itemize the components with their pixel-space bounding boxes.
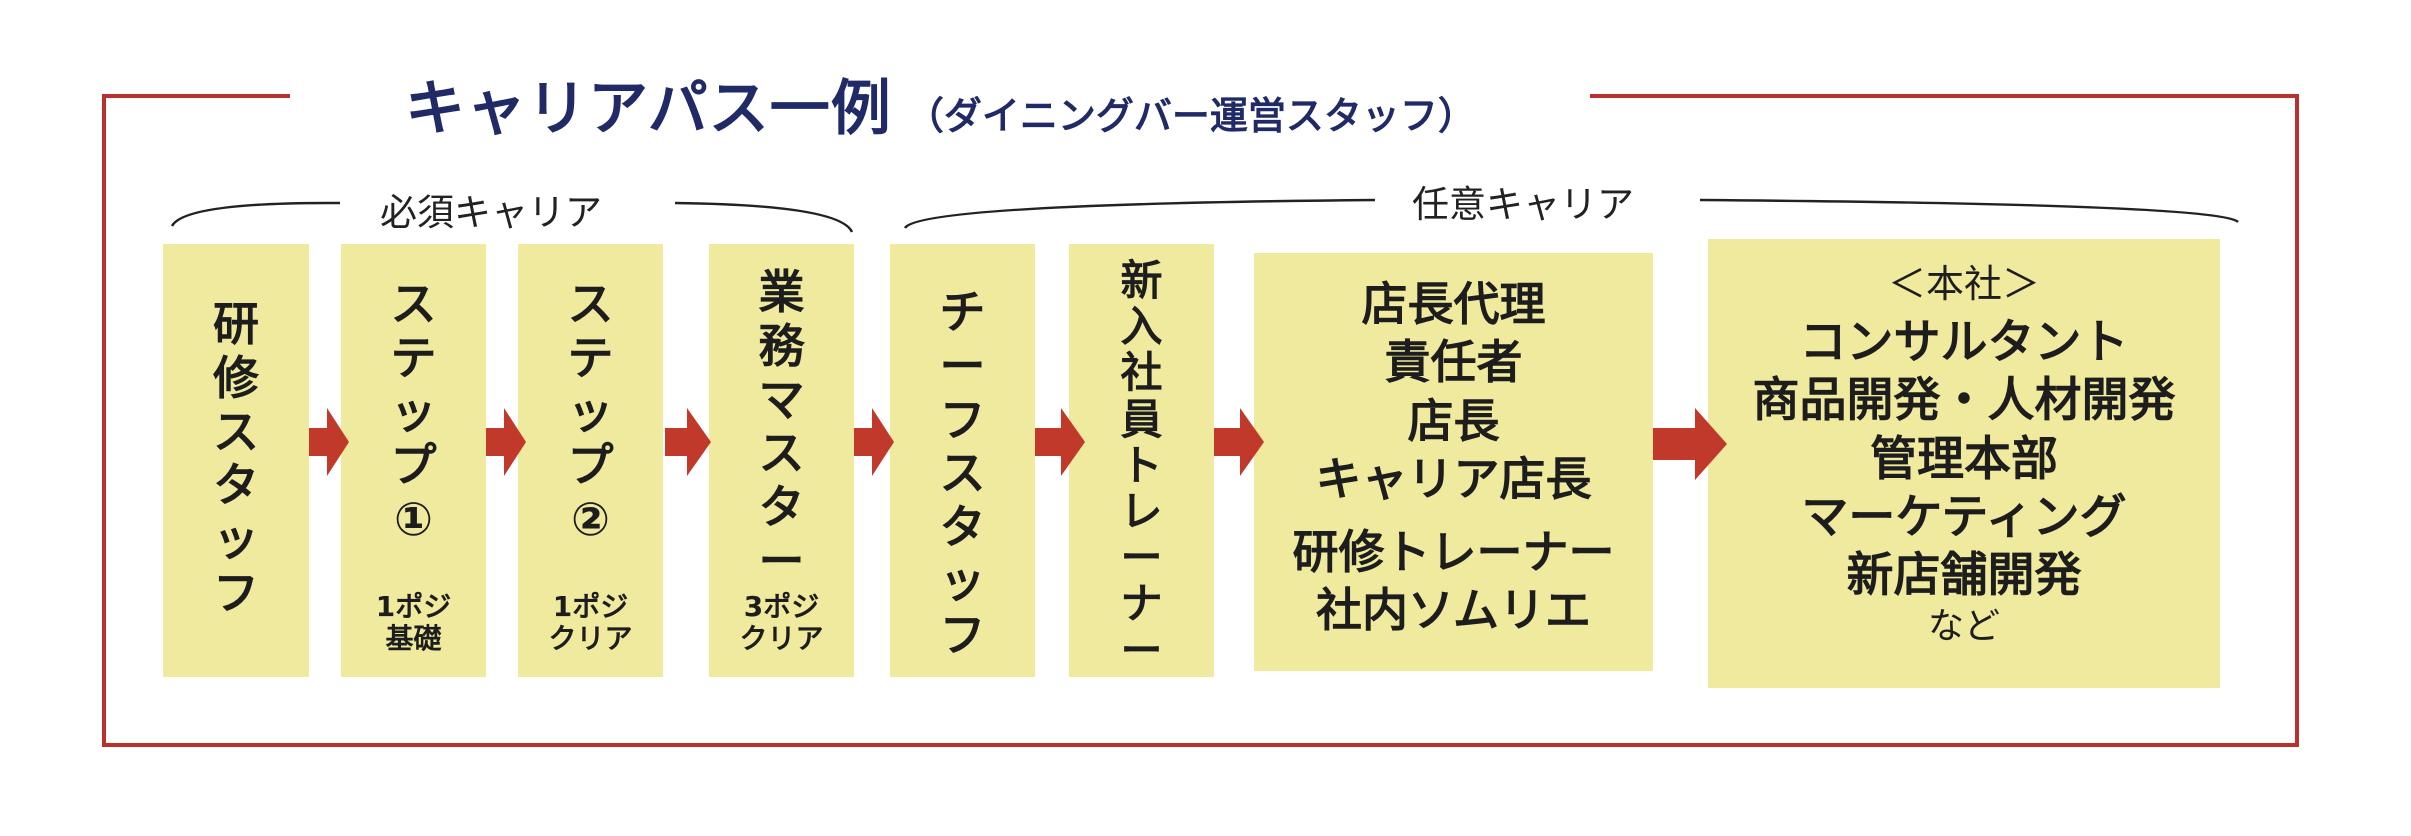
step-1-note: 1ポジ基礎 — [375, 590, 452, 656]
optional-bracket-left — [903, 198, 1376, 229]
operations-master-text: 業務マ スター — [758, 265, 805, 589]
required-career-label: 必須キャリア — [380, 191, 602, 234]
new-employee-trainer-text: 新入社 員トレ ーナー — [1120, 256, 1163, 675]
store-management-text: 店長代理責任者店長 キャリア店長研修トレーナー社内ソムリエ — [1292, 277, 1615, 638]
optional-career-label: 任意キャリア — [1412, 183, 1634, 226]
optional-bracket-right — [1699, 198, 2239, 224]
step-training-staff: 研修ス タッフ — [163, 244, 309, 677]
arrow-right-icon — [486, 408, 526, 476]
chief-staff-text: チーフ スタッ フ — [939, 285, 986, 662]
step-headquarters: ＜本社＞ コンサルタント商品開発・人材開発管理本部 マーケティング新店舗開発 な… — [1708, 239, 2220, 688]
title-main: キャリアパス一例 — [405, 74, 892, 144]
arrow-right-icon — [665, 408, 711, 476]
arrow-right-icon — [854, 408, 894, 476]
arrow-right-icon — [1035, 408, 1085, 476]
step-store-management: 店長代理責任者店長 キャリア店長研修トレーナー社内ソムリエ — [1254, 253, 1653, 671]
step-2-note: 1ポジクリア — [548, 590, 633, 656]
arrow-right-icon — [309, 408, 349, 476]
operations-master-note: 3ポジクリア — [739, 590, 824, 656]
training-staff-text: 研修ス タッフ — [213, 297, 259, 621]
required-bracket-left — [170, 201, 341, 227]
arrow-right-icon — [1214, 408, 1264, 476]
step-new-employee-trainer: 新入社 員トレ ーナー — [1069, 244, 1214, 677]
step-chief-staff: チーフ スタッ フ — [890, 244, 1035, 677]
required-bracket-right — [674, 201, 854, 233]
title-sub: （ダイニングバー運営スタッフ） — [905, 94, 1476, 138]
arrow-right-icon — [1653, 408, 1727, 480]
step-operations-master: 業務マ スター 3ポジクリア — [709, 244, 854, 677]
diagram-title: キャリアパス一例 （ダイニングバー運営スタッフ） — [405, 60, 1476, 147]
headquarters-text: ＜本社＞ コンサルタント商品開発・人材開発管理本部 マーケティング新店舗開発 な… — [1752, 262, 2176, 648]
title-gap — [290, 80, 1590, 114]
